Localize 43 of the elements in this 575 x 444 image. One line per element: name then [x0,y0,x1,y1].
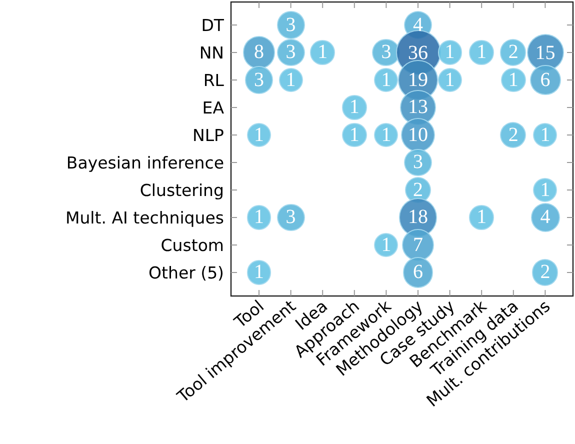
count-bubble: 1 [246,260,272,285]
count-bubble: 2 [500,39,526,66]
row-label: EA [202,98,224,118]
row-label: Clustering [140,181,224,200]
count-bubble: 6 [402,257,434,288]
count-bubble: 1 [438,68,462,92]
row-label: Bayesian inference [66,154,224,172]
count-bubble: 1 [374,232,398,258]
count-bubble: 3 [404,148,432,176]
count-bubble: 15 [526,34,564,71]
count-bubble: 10 [401,118,435,152]
row-label: RL [203,71,224,90]
count-bubble: 1 [246,122,272,148]
count-bubble: 1 [278,68,303,92]
count-bubble: 1 [374,122,398,148]
count-bubble: 1 [469,40,494,65]
row-label: DT [201,16,224,35]
row-label: NLP [192,126,224,145]
row-label: NN [199,44,224,62]
count-bubble: 3 [277,38,305,66]
count-bubble: 4 [530,203,560,232]
count-bubble: 1 [501,68,526,92]
count-bubble: 1 [374,68,398,92]
count-bubble: 1 [246,205,272,230]
count-bubble: 1 [438,40,462,65]
count-bubble: 6 [530,64,561,96]
count-bubble: 1 [469,205,494,230]
count-bubble: 2 [532,259,558,286]
count-bubble: 1 [342,122,367,148]
count-bubble: 1 [533,122,558,148]
count-bubble: 3 [245,66,273,94]
count-bubble: 3 [277,204,305,232]
row-label: Mult. AI techniques [65,208,224,228]
count-bubble: 1 [342,95,367,120]
count-bubble: 7 [402,229,434,261]
count-bubble: 3 [372,38,400,66]
count-bubble: 3 [277,11,305,39]
count-bubble: 8 [242,36,276,69]
row-label: Custom [160,236,224,255]
count-bubble: 1 [310,40,335,65]
count-bubble: 2 [500,122,526,148]
count-bubble: 1 [533,178,558,202]
row-label: Other (5) [148,264,224,282]
